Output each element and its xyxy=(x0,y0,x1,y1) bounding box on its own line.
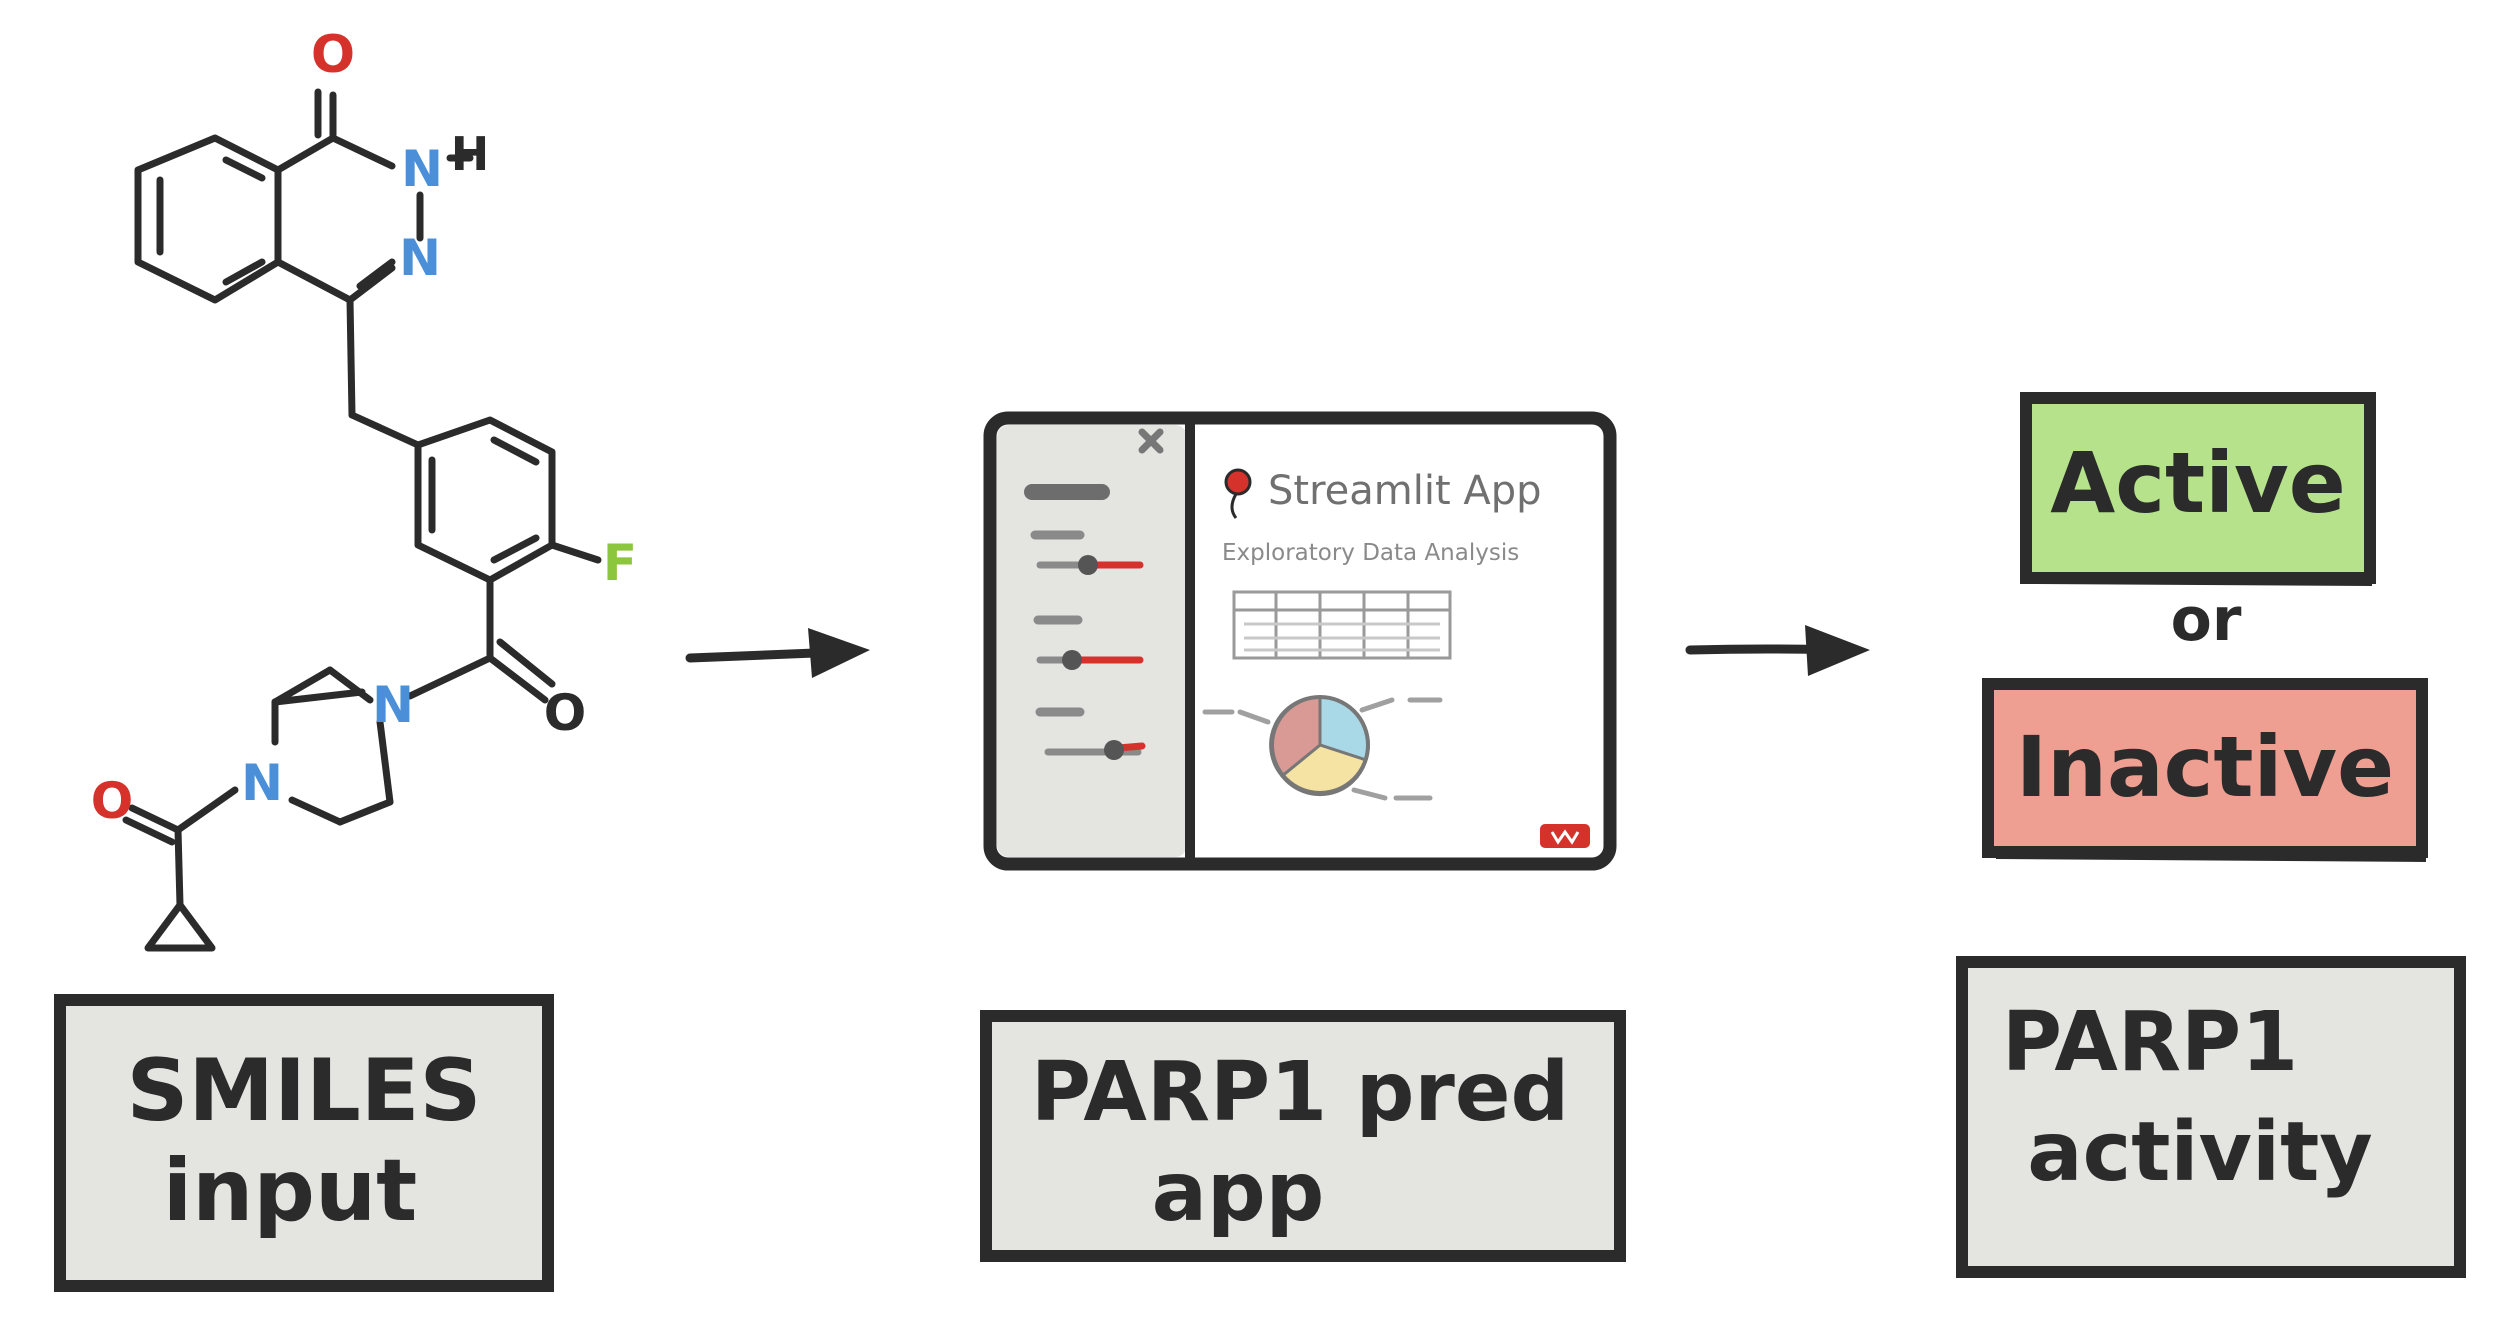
app-label-line2: app xyxy=(1152,1145,1325,1240)
atom-nitrogen-piperazine-left: N xyxy=(241,754,283,812)
app-table xyxy=(1232,590,1452,660)
atom-oxygen-amide: O xyxy=(544,684,587,742)
atom-nitrogen-nh: N xyxy=(401,140,443,198)
arrow-input-to-app xyxy=(685,628,870,678)
atom-nitrogen-ring: N xyxy=(399,229,441,287)
streamlit-logo-icon xyxy=(1224,468,1252,519)
inactive-label: Inactive xyxy=(2016,718,2394,816)
slider-thumb-2 xyxy=(1062,650,1082,670)
smiles-input-line1: SMILES xyxy=(126,1041,481,1141)
atom-hydrogen: H xyxy=(451,127,490,181)
activity-label-line2: activity xyxy=(2027,1105,2372,1200)
app-label-line1: PARP1 pred xyxy=(1031,1045,1569,1140)
app-window: Streamlit App Exploratory Data Analysis xyxy=(983,411,1617,871)
active-label: Active xyxy=(2050,434,2345,532)
sidebar-controls xyxy=(1024,484,1146,760)
atom-fluorine: F xyxy=(603,534,637,592)
activity-label-line1: PARP1 xyxy=(2002,995,2298,1090)
smiles-input-box: SMILES input xyxy=(54,994,554,1292)
app-subtitle: Exploratory Data Analysis xyxy=(1222,540,1519,566)
smiles-input-line2: input xyxy=(163,1141,418,1241)
app-title: Streamlit App xyxy=(1268,468,1542,514)
arrow-app-to-output xyxy=(1685,625,1870,676)
inactive-box: Inactive xyxy=(1982,678,2428,862)
molecule-structure: O N H N F N O N O xyxy=(91,25,637,952)
slider-thumb-1 xyxy=(1078,555,1098,575)
atom-nitrogen-piperazine-right: N xyxy=(372,676,414,734)
atom-oxygen-cyclopropyl: O xyxy=(91,772,134,830)
active-box: Active xyxy=(2020,392,2376,586)
parp1-pred-app-box: PARP1 pred app xyxy=(980,1010,1626,1262)
parp1-activity-box: PARP1 activity xyxy=(1956,956,2466,1278)
slider-thumb-3 xyxy=(1104,740,1124,760)
streamlit-badge-icon xyxy=(1540,824,1590,848)
or-label: or xyxy=(2171,585,2242,655)
app-pie-chart xyxy=(1269,695,1370,797)
atom-oxygen-top: O xyxy=(311,25,355,85)
close-icon xyxy=(1138,428,1164,454)
pie-legend-scribbles xyxy=(1202,697,1443,801)
